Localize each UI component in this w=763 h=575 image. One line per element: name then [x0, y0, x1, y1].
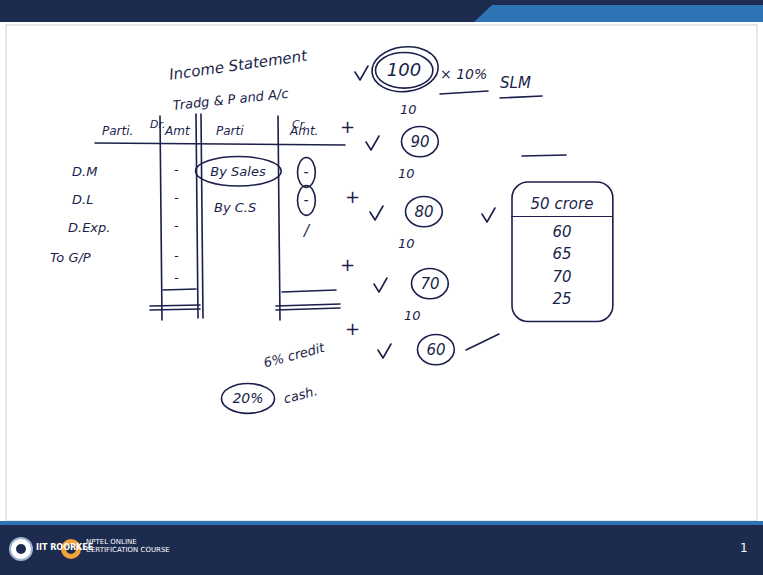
node-text: By Sales: [210, 164, 265, 180]
circled-amount: -: [296, 184, 317, 217]
node-text: 90: [410, 133, 429, 152]
circled-percent: 20%: [220, 382, 276, 415]
stroke: [522, 155, 566, 156]
circled-entry: By Sales: [194, 155, 283, 187]
stroke: [466, 334, 499, 350]
slide-frame: [6, 25, 757, 521]
column-side: Dr.: [150, 118, 165, 131]
table-column-rule: [196, 114, 203, 318]
check-mark: [374, 278, 387, 292]
table-column-rule: [278, 116, 280, 320]
check-mark: [370, 206, 383, 220]
amount-dash: -: [174, 248, 179, 264]
node-text: -: [303, 164, 308, 182]
circled-amount: -: [296, 156, 317, 189]
node-text: 20%: [232, 390, 263, 408]
number: 10: [398, 166, 415, 182]
column-header: Amt: [165, 124, 190, 138]
underline: [440, 91, 488, 94]
amount-dash: -: [174, 162, 179, 178]
amount-dash: -: [174, 270, 179, 286]
plus-sign: +: [340, 116, 355, 138]
node-text: 65: [511, 243, 614, 266]
column-header: Amt.: [290, 124, 318, 138]
plus-sign: +: [340, 254, 355, 276]
column-header: Parti.: [102, 124, 133, 138]
node-text: -: [303, 192, 308, 210]
table-header-rule: [95, 143, 345, 145]
node-text: 50 crore: [511, 193, 614, 217]
note: SLM: [500, 74, 531, 92]
check-mark: [355, 66, 368, 80]
circle-outline: [297, 157, 315, 187]
heading: Income Statement: [168, 47, 308, 84]
row-label: To G/P: [50, 250, 91, 266]
circled-number: 100: [374, 51, 434, 90]
iit-logo: [10, 538, 32, 560]
top-bar-accent: [474, 5, 763, 22]
circle-outline: [221, 383, 274, 413]
circle-outline: [406, 197, 443, 227]
node-text: 25: [511, 288, 614, 311]
row-label: D.L: [72, 192, 93, 208]
heading: Tradg & P and A/c: [172, 86, 289, 114]
amount-dash: -: [174, 190, 179, 206]
node-text: 80: [414, 203, 433, 222]
column-header: Parti: [216, 124, 244, 138]
node-text: 100: [387, 59, 421, 82]
footer-course-text: NPTEL ONLINE CERTIFICATION COURSE: [86, 538, 178, 555]
page-number: 1: [740, 541, 748, 555]
circled-number: 90: [400, 125, 440, 158]
circle-outline: [412, 269, 449, 299]
row-label: By C.S: [214, 200, 256, 216]
footer-logo-text: IIT ROORKEE: [36, 543, 93, 553]
circled-number: 60: [416, 333, 456, 366]
bottom-bar-accent: [0, 521, 763, 525]
bottom-bar: [0, 525, 763, 575]
check-mark: [378, 344, 391, 358]
amount-dash: -: [174, 218, 179, 234]
circle-outline: [370, 43, 441, 94]
node-text: 60: [511, 221, 614, 244]
value-list-box: 50 crore 60657025: [511, 181, 614, 323]
circle-outline: [418, 335, 455, 365]
number: 10: [398, 236, 415, 252]
circled-number: 70: [410, 267, 450, 300]
note: 6% credit: [262, 340, 326, 371]
underline: [500, 96, 542, 98]
check-mark: [366, 136, 379, 150]
circle-outline: [402, 127, 439, 157]
node-text: 60: [426, 341, 445, 360]
node-text: 70: [420, 275, 439, 294]
top-bar: [0, 0, 763, 22]
number: 10: [400, 102, 417, 118]
iit-logo-core: [16, 544, 26, 554]
total-rules: [276, 290, 340, 310]
circled-number: 80: [404, 195, 444, 228]
plus-sign: +: [345, 186, 360, 208]
amount-stroke: /: [304, 222, 309, 240]
row-label: D.Exp.: [68, 220, 110, 236]
note: × 10%: [440, 66, 487, 83]
circle-outline: [375, 52, 432, 88]
number: 10: [404, 308, 421, 324]
note: cash.: [282, 383, 319, 407]
check-mark: [482, 208, 495, 222]
circle-outline: [195, 156, 281, 185]
total-rules: [150, 289, 200, 310]
node-text: 70: [511, 266, 614, 289]
circle-outline: [297, 185, 315, 215]
box-outline: [512, 182, 613, 322]
table-column-rule: [160, 116, 162, 320]
plus-sign: +: [345, 318, 360, 340]
row-label: D.M: [72, 164, 97, 180]
